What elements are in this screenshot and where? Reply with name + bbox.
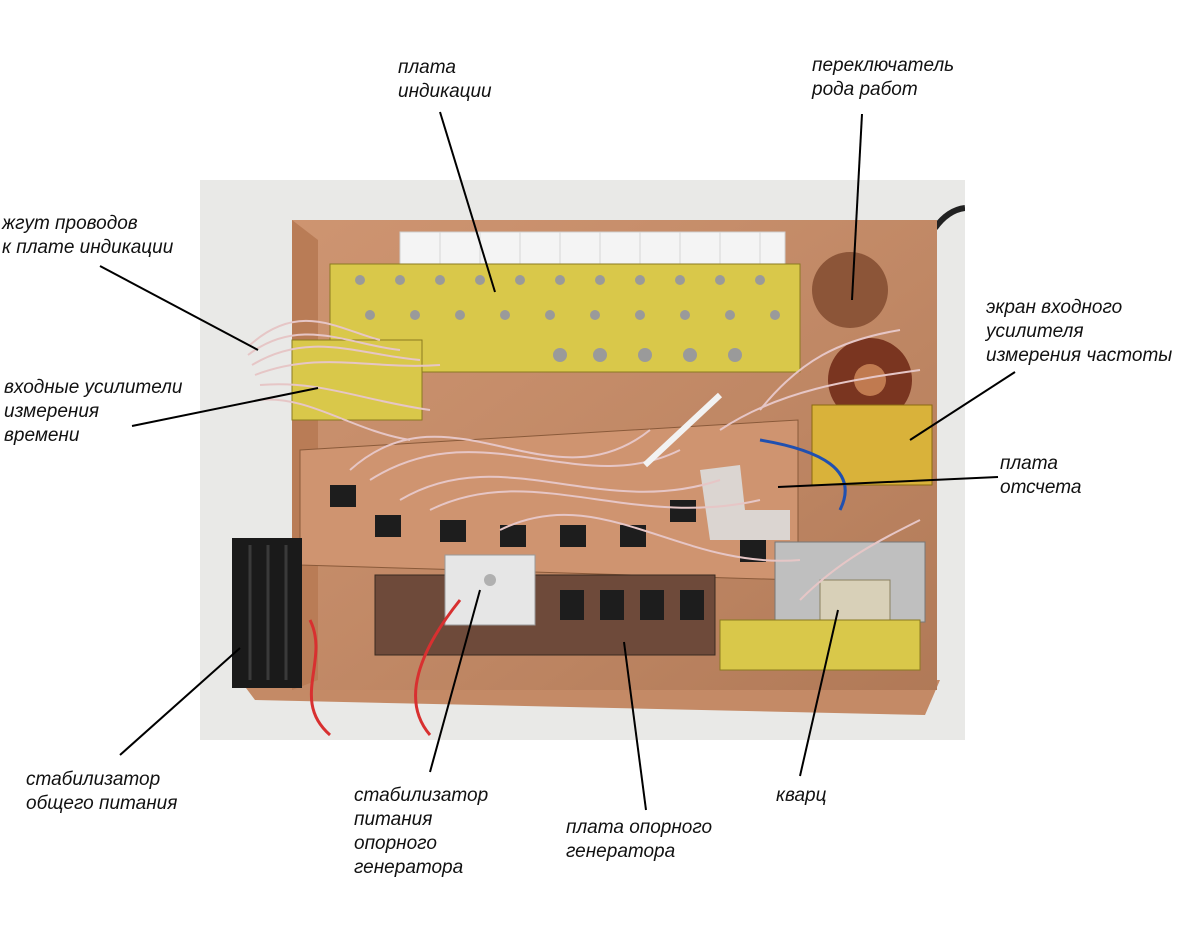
ref-gen-regulator [444,554,536,626]
display-window [399,231,786,269]
wire-harness [247,319,921,601]
mode-switch-center [854,364,886,396]
count-board-solder [700,465,790,540]
freq-amp-shield [811,404,933,486]
label-ref-gen-regulator: стабилизатор питания опорного генератора [354,785,489,878]
label-time-input-amps: входные усилители измерения времени [4,377,183,446]
label-count-board: плата отсчета [1000,453,1082,498]
label-wire-harness: жгут проводов к плате индикации [2,213,174,258]
label-ref-gen-board: плата опорного генератора [566,817,713,862]
label-freq-amp-shield: экран входного усилителя измерения часто… [986,297,1173,366]
black-cable [932,205,965,230]
main-regulator-fins [248,545,288,680]
quartz-yellow-board [719,619,921,671]
label-main-regulator: стабилизатор общего питания [26,769,178,814]
blue-wire [759,438,847,511]
count-board-chips [330,485,766,562]
label-display-board: плата индикации [398,57,492,102]
mode-switch-body [812,252,888,328]
ref-gen-regulator-screw [484,574,496,586]
label-quartz: кварц [776,785,827,806]
ref-gen-board-chips [560,590,704,620]
white-cable [642,392,723,468]
quartz-crystal [819,579,891,621]
label-mode-switch: переключатель рода работ [812,55,955,100]
device-photo [200,180,965,740]
